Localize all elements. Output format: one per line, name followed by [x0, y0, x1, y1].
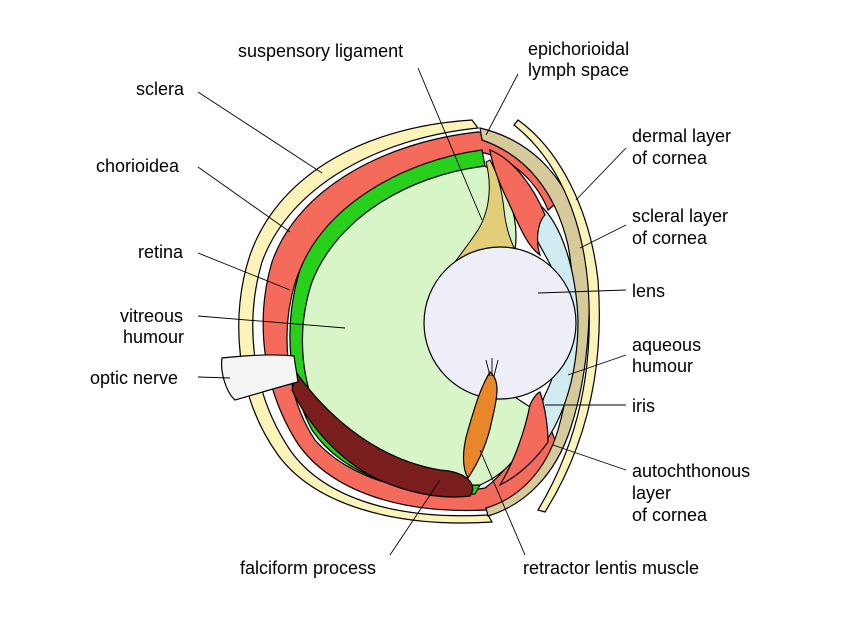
leader-optic-nerve: [197, 376, 231, 379]
label-chorioidea: chorioidea: [96, 156, 180, 176]
leader-chorioidea: [197, 166, 291, 233]
leader-aqueous: [567, 354, 627, 376]
leader-sclera: [197, 91, 323, 174]
label-vitreous-2: humour: [123, 327, 184, 347]
outer-sclera-band: [238, 119, 493, 524]
leader-retina: [197, 252, 291, 291]
label-autochthonous-1: autochthonous: [632, 461, 750, 481]
leader-retractor: [479, 449, 526, 556]
lens: [423, 246, 577, 400]
label-scleral-1: scleral layer: [632, 206, 728, 226]
iris-upper: [489, 149, 546, 257]
label-vitreous-1: vitreous: [120, 306, 183, 326]
label-epichorioidal-1: epichorioidal: [528, 39, 629, 59]
optic-nerve: [221, 354, 299, 401]
label-autochthonous-3: of cornea: [632, 505, 708, 525]
leader-falciform: [389, 479, 441, 556]
label-scleral-2: of cornea: [632, 228, 708, 248]
leader-suspensory: [417, 67, 483, 221]
label-iris: iris: [632, 396, 655, 416]
label-retina: retina: [138, 242, 184, 262]
label-aqueous-1: aqueous: [632, 335, 701, 355]
leader-lens: [537, 289, 627, 294]
label-lens: lens: [632, 281, 665, 301]
iris-lower: [498, 391, 549, 487]
dermal-layer: [513, 119, 600, 513]
retractor-lentis-muscle: [462, 371, 498, 480]
label-suspensory-ligament: suspensory ligament: [238, 41, 403, 61]
leader-dermal: [575, 147, 627, 201]
muscle-tendon: [485, 358, 499, 377]
label-autochthonous-2: layer: [632, 483, 671, 503]
leader-vitreous: [197, 315, 346, 329]
falciform-process: [291, 370, 474, 498]
label-falciform-process: falciform process: [240, 558, 376, 578]
label-dermal-2: of cornea: [632, 148, 708, 168]
label-optic-nerve: optic nerve: [90, 368, 178, 388]
label-dermal-1: dermal layer: [632, 126, 731, 146]
label-aqueous-2: humour: [632, 356, 693, 376]
label-retractor-lentis: retractor lentis muscle: [523, 558, 699, 578]
leader-scleral: [579, 224, 627, 249]
label-epichorioidal-2: lymph space: [528, 60, 629, 80]
leader-epichorioidal: [485, 73, 519, 136]
label-sclera: sclera: [136, 79, 185, 99]
leader-autochthonous: [552, 444, 627, 471]
